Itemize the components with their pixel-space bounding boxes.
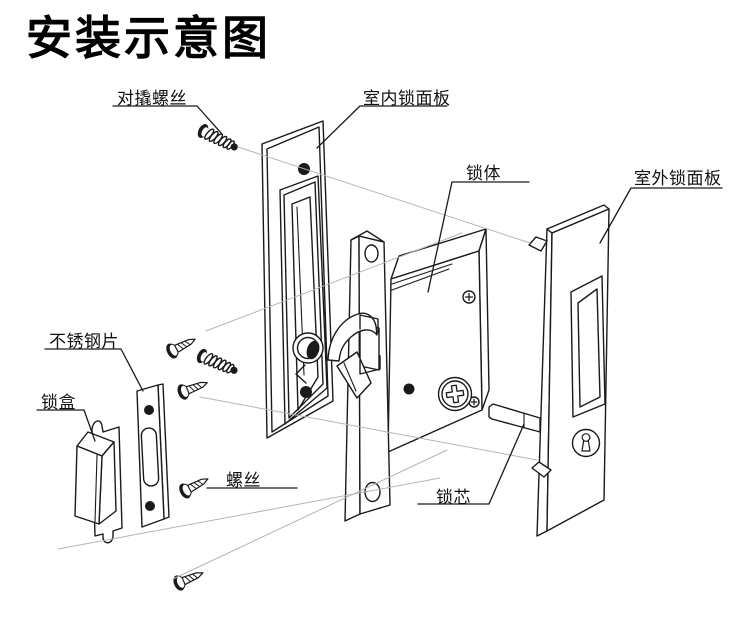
label-stainless-steel-plate: 不锈钢片: [49, 332, 119, 352]
tapping-screw-drawing: [177, 381, 208, 400]
label-outdoor-lock-panel: 室外锁面板: [634, 169, 722, 189]
label-anti-pry-screw: 对撬螺丝: [117, 89, 187, 109]
page-title: 安装示意图: [26, 11, 271, 65]
spindle-drawing: [488, 403, 541, 433]
label-lock-cylinder: 锁芯: [436, 488, 471, 508]
callout-lines: [36, 105, 723, 505]
screws-drawing: [166, 124, 238, 591]
anti-pry-screw-drawing: [197, 124, 238, 151]
machine-screw-drawing: [196, 348, 238, 374]
lock-box-drawing: [74, 420, 123, 544]
outdoor-panel-drawing: [528, 204, 610, 537]
tapping-screw-drawing: [179, 478, 209, 499]
tapping-screw-drawing: [173, 572, 204, 591]
lock-body-drawing: [387, 228, 490, 453]
indoor-panel-drawing: [261, 120, 334, 439]
label-screw: 螺丝: [226, 471, 261, 491]
guide-lines: [57, 146, 538, 580]
hook-bolt-drawing: [327, 312, 381, 399]
tapping-screw-drawing: [166, 338, 196, 359]
label-lock-body: 锁体: [466, 164, 501, 184]
label-lock-box: 锁盒: [41, 393, 76, 413]
steel-plate-drawing: [136, 383, 170, 528]
label-indoor-lock-panel: 室内锁面板: [363, 89, 451, 109]
